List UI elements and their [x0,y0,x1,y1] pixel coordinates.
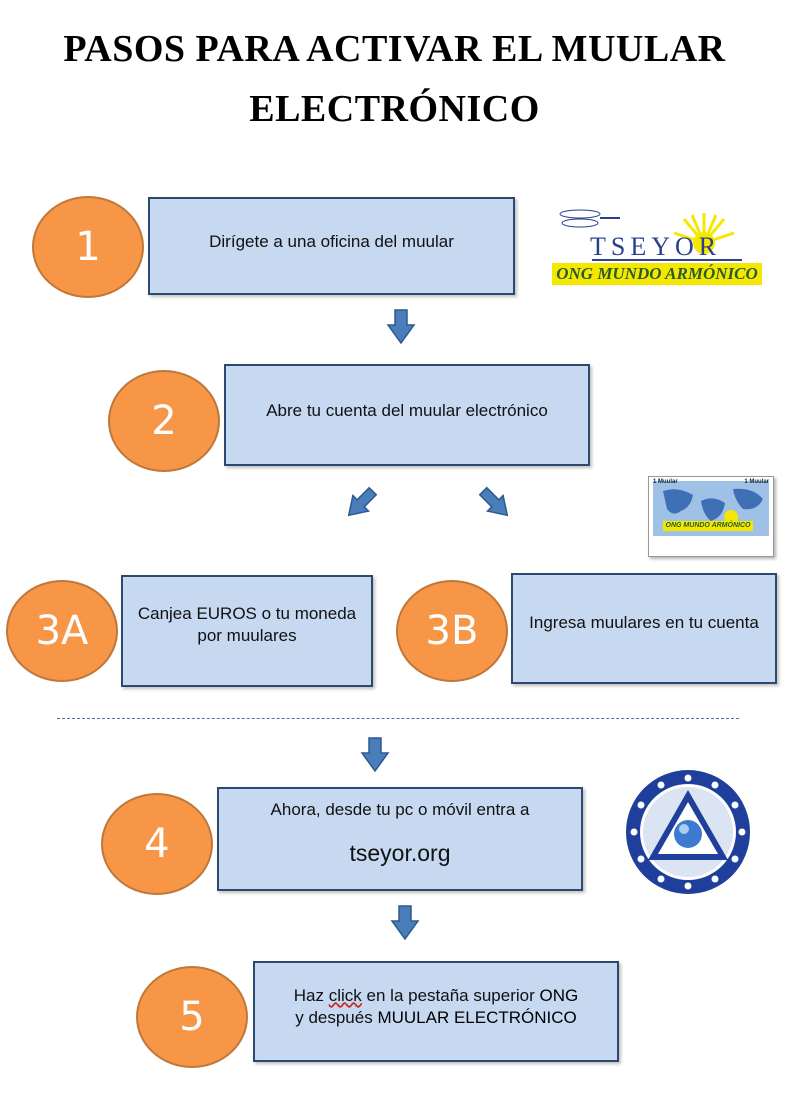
step-4-link[interactable]: tseyor.org [349,840,451,866]
step-2-circle: 2 [108,370,220,472]
click-word: click [328,986,362,1005]
step-2-text: Abre tu cuenta del muular electrónico [266,401,548,420]
separator-line [57,718,739,719]
arrow-down-left-icon [347,486,378,517]
step-4-text: Ahora, desde tu pc o móvil entra a [270,800,530,819]
arrow-down-right-icon [478,486,509,517]
step-3a-line-2: por muulares [197,626,297,646]
arrow-down-icon [360,737,390,773]
step-5-line-1: Haz click en la pestaña superior ONG [293,986,579,1005]
step-3b-circle: 3B [396,580,508,682]
tseyor-wordmark: TSEYOR [590,232,722,261]
muular-electronico-word: MUULAR ELECTRÓNICO [377,1008,577,1028]
step-5-box: Haz click en la pestaña superior ONG y d… [253,961,619,1062]
step-4-circle: 4 [101,793,213,895]
step-2-box: Abre tu cuenta del muular electrónico [224,364,590,466]
step-3a-box: Canjea EUROS o tu moneda por muulares [121,575,373,687]
step-3a-line-1: Canjea EUROS o tu moneda [137,604,357,623]
tseyor-subtitle: ONG MUNDO ARMÓNICO [552,263,762,285]
step-3b-text: Ingresa muulares en tu cuenta [529,613,759,632]
step-5-circle: 5 [136,966,248,1068]
card-subtitle: ONG MUNDO ARMÓNICO [663,521,753,531]
step-3b-box: Ingresa muulares en tu cuenta [511,573,777,684]
triangle-emblem-icon [626,770,750,894]
muular-card-image: 1 Muular 1 Muular ONG MUNDO ARMÓNICO [648,476,774,557]
page-title-line-1: PASOS PARA ACTIVAR EL MUULAR [63,28,726,70]
ong-word: ONG [539,986,579,1005]
step-1-circle: 1 [32,196,144,298]
arrow-down-icon [386,309,416,345]
dragonfly-sun-icon [559,209,735,254]
card-corner-left: 1 Muular [653,479,678,485]
step-5-line-2: y después MUULAR ELECTRÓNICO [295,1008,577,1028]
step-1-text: Dirígete a una oficina del muular [209,232,454,251]
page-title-line-2: ELECTRÓNICO [249,88,540,130]
tseyor-logo: TSEYOR ONG MUNDO ARMÓNICO [552,205,764,287]
card-corner-right: 1 Muular [744,479,769,485]
step-4-box: Ahora, desde tu pc o móvil entra a tseyo… [217,787,583,891]
arrow-down-icon [390,905,420,941]
step-3a-circle: 3A [6,580,118,682]
step-1-box: Dirígete a una oficina del muular [148,197,515,295]
